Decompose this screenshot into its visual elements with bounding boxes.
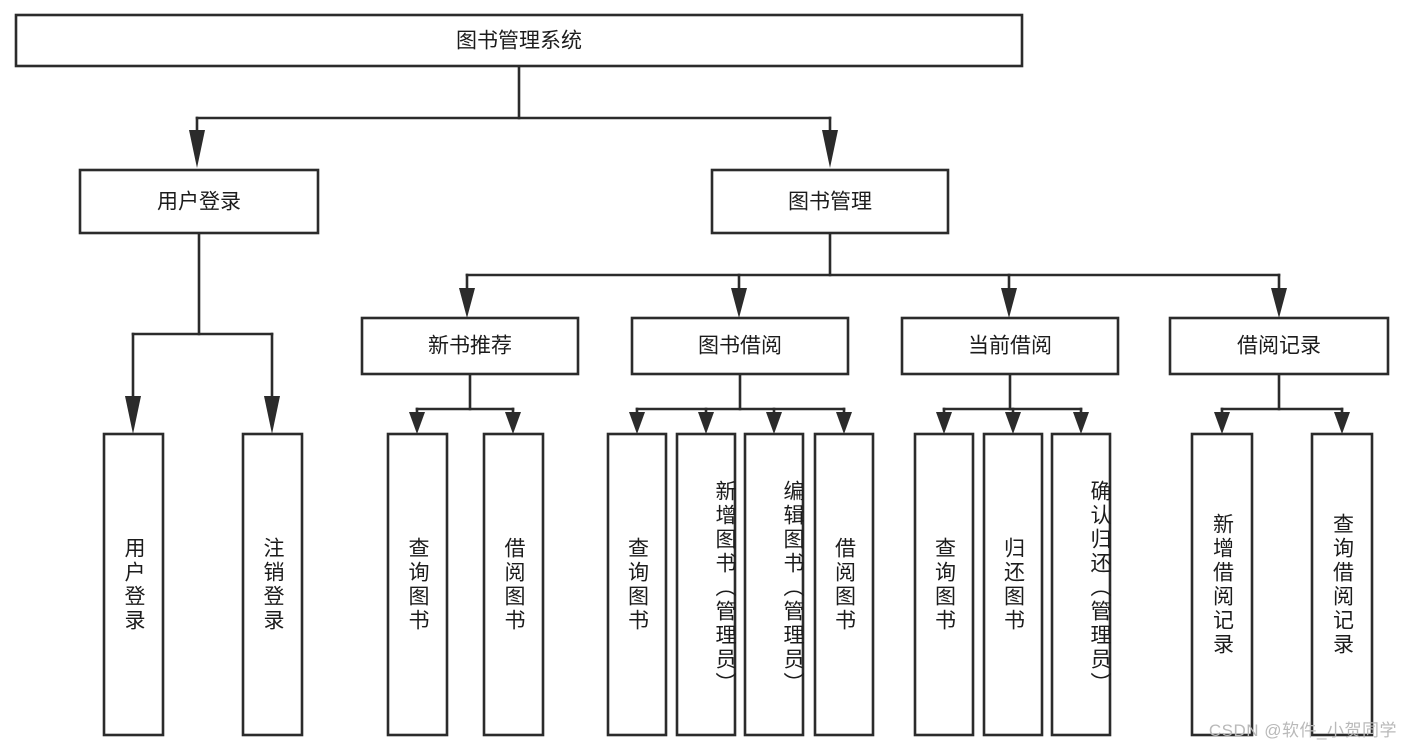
arrow-root-to-user-login	[189, 130, 205, 168]
node-box-leaf-current-borrow-2[interactable]	[982, 432, 1044, 737]
node-label-new-book-recommend: 新书推荐	[428, 335, 512, 358]
arrow-bb-leaf-1	[629, 412, 645, 434]
node-box-user-login[interactable]	[78, 168, 320, 235]
node-label-current-borrow: 当前借阅	[968, 335, 1052, 358]
arrow-root-to-book-manage	[822, 130, 838, 168]
node-box-root[interactable]	[14, 13, 1024, 68]
arrow-bm-to-current-borrow	[1001, 288, 1017, 318]
arrow-bb-leaf-4	[836, 412, 852, 434]
arrow-br-leaf-2	[1334, 412, 1350, 434]
node-box-new-book-recommend[interactable]	[360, 316, 580, 376]
node-box-leaf-current-borrow-1[interactable]	[913, 432, 975, 737]
node-label-book-borrow: 图书借阅	[698, 335, 782, 358]
connector-group-user-login	[125, 231, 280, 434]
node-box-book-manage[interactable]	[710, 168, 950, 235]
arrow-user-login-leaf-1	[125, 396, 141, 434]
arrow-bm-to-new-book	[459, 288, 475, 318]
arrow-br-leaf-1	[1214, 412, 1230, 434]
node-label-borrow-record: 借阅记录	[1237, 335, 1321, 358]
node-label-root: 图书管理系统	[456, 30, 582, 53]
node-box-leaf-current-borrow-3[interactable]	[1050, 432, 1112, 737]
connector-group-current-borrow	[936, 372, 1089, 434]
connector-group-borrow-record	[1214, 372, 1350, 434]
node-box-leaf-book-borrow-4[interactable]	[813, 432, 875, 737]
node-box-current-borrow[interactable]	[900, 316, 1120, 376]
connector-group-book-borrow	[629, 372, 852, 434]
connector-group-new-book	[409, 372, 521, 434]
arrow-nb-leaf-2	[505, 412, 521, 434]
arrow-nb-leaf-1	[409, 412, 425, 434]
node-box-leaf-borrow-record-1[interactable]	[1190, 432, 1254, 737]
node-box-leaf-user-login-1[interactable]	[102, 432, 165, 737]
node-box-leaf-user-login-2[interactable]	[241, 432, 304, 737]
node-box-leaf-book-borrow-1[interactable]	[606, 432, 668, 737]
node-box-leaf-new-book-2[interactable]	[482, 432, 545, 737]
watermark-label: CSDN @软件_小贺同学	[1208, 721, 1397, 740]
node-box-leaf-book-borrow-3[interactable]	[743, 432, 805, 737]
connector-group-root	[189, 64, 838, 168]
node-box-borrow-record[interactable]	[1168, 316, 1390, 376]
node-box-leaf-borrow-record-2[interactable]	[1310, 432, 1374, 737]
node-box-book-borrow[interactable]	[630, 316, 850, 376]
arrow-cb-leaf-1	[936, 412, 952, 434]
arrow-user-login-leaf-2	[264, 396, 280, 434]
node-box-leaf-book-borrow-2[interactable]	[675, 432, 737, 737]
connector-group-book-manage	[459, 231, 1287, 318]
node-label-user-login: 用户登录	[157, 191, 241, 214]
arrow-bm-to-book-borrow	[731, 288, 747, 318]
arrow-cb-leaf-2	[1005, 412, 1021, 434]
arrow-bb-leaf-3	[766, 412, 782, 434]
node-label-book-manage: 图书管理	[788, 191, 872, 214]
arrow-bm-to-borrow-record	[1271, 288, 1287, 318]
node-box-leaf-new-book-1[interactable]	[386, 432, 449, 737]
arrow-bb-leaf-2	[698, 412, 714, 434]
arrow-cb-leaf-3	[1073, 412, 1089, 434]
